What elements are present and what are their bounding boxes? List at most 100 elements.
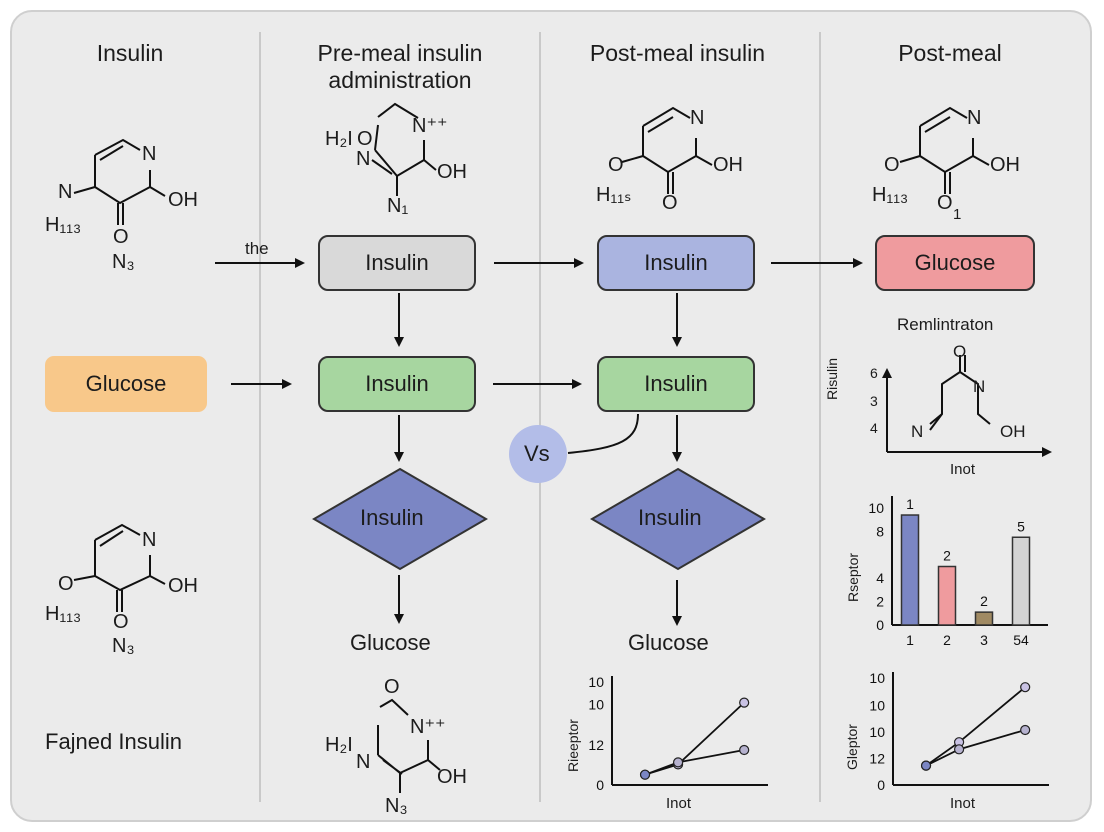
mol2-n: N [142, 529, 157, 551]
pre-insulin-green-box[interactable]: Insulin [318, 356, 476, 412]
chart3-point [639, 769, 651, 780]
chart2-bar [974, 611, 994, 626]
chart4-y-tick: 10 [869, 698, 885, 714]
chart2-bar [900, 514, 920, 626]
chart2-y-tick: 0 [876, 617, 884, 633]
pre-mol-top-o: O [357, 128, 373, 150]
header-post-meal: Post-meal [898, 40, 1002, 66]
pre-diamond-label: Insulin [360, 505, 424, 530]
post-mol-o: O [662, 192, 678, 214]
chart4-ylabel: Gleptor [844, 724, 860, 770]
post-insulin-blue-box[interactable]: Insulin [597, 235, 755, 291]
mol-pre-bottom [377, 698, 441, 793]
column-divider-2 [539, 32, 541, 802]
chart2-y-tick: 2 [876, 594, 884, 610]
chart3-y-tick: 10 [588, 697, 604, 713]
arrow-label: the [245, 239, 269, 258]
pre-outcome-glucose: Glucose [350, 630, 431, 655]
glucose-pill[interactable]: Glucose [45, 356, 207, 412]
chart1-ann-o: O [953, 342, 967, 361]
pre-mol-bottom-oh: OH [437, 766, 467, 788]
header-insulin: Insulin [96, 40, 164, 66]
chart3-point [672, 757, 684, 768]
post-mol-n: N [690, 107, 705, 129]
chart1-ann-n: N [911, 422, 924, 441]
header-pre-meal: Pre-meal insulin administration [317, 40, 483, 93]
pre-insulin-gray-box[interactable]: Insulin [318, 235, 476, 291]
chart3-y-tick: 0 [596, 777, 604, 793]
chart1-ann-n-ring: N [973, 377, 986, 396]
mol2-o-left: O [58, 573, 74, 595]
chart2-x-tick: 54 [1013, 632, 1029, 648]
pre-mol-bottom-h: H₂I [325, 734, 353, 756]
chart2-y-tick: 10 [868, 500, 884, 516]
vs-circle[interactable] [509, 425, 567, 483]
post-outcome-glucose: Glucose [628, 630, 709, 655]
chart4-point [1020, 724, 1031, 736]
chart4-y-tick: 10 [869, 724, 885, 740]
mol-post-insulin [621, 106, 713, 194]
pm-mol-n: N [967, 107, 982, 129]
chart3-y-tick: 10 [588, 674, 604, 690]
chart1-xlabel: Inot [950, 461, 976, 478]
diagram-panel [10, 10, 1092, 822]
pre-mol-top-h: H₂I [325, 128, 353, 150]
chart2-data-label: 2 [980, 593, 988, 609]
post-glucose-red-box[interactable]: Glucose [875, 235, 1035, 291]
mol1-oh: OH [168, 189, 198, 211]
pm-mol-o: O [937, 192, 953, 214]
chart4-series-line [925, 729, 1026, 767]
chart4-point [1020, 682, 1031, 693]
post-insulin-green-box[interactable]: Insulin [597, 356, 755, 412]
pre-mol-bottom-o: O [384, 676, 400, 698]
chart4-y-tick: 12 [869, 751, 885, 767]
pm-mol-oh: OH [990, 154, 1020, 176]
post-decision-diamond[interactable] [588, 467, 768, 571]
column-divider-3 [819, 32, 821, 802]
bottom-insulin-label: Fajned Insulin [45, 729, 182, 754]
mol1-nl: N [58, 181, 73, 203]
mol-post-meal [899, 106, 990, 194]
chart2-y-tick: 8 [876, 523, 884, 539]
pre-mol-top-n1: N₁ [387, 195, 409, 217]
mol-ring-left-bottom [73, 523, 166, 612]
chart2-data-label: 1 [906, 496, 914, 512]
chart4-series-line [925, 686, 1026, 767]
vs-connector [567, 413, 639, 454]
pre-mol-bottom-n: N [356, 751, 371, 773]
pre-mol-bottom-nplus: N⁺⁺ [410, 716, 446, 738]
chart1-title: Remlintraton [897, 315, 994, 334]
mol2-oh: OH [168, 575, 198, 597]
chart2-x-tick: 2 [943, 632, 951, 648]
chart4-xlabel: Inot [950, 795, 976, 812]
mol1-h: H₁₁₃ [45, 214, 82, 236]
chart4-y-tick: 0 [877, 777, 885, 793]
chart1-ytick-3: 4 [870, 420, 878, 436]
chart2-data-label: 2 [943, 548, 951, 564]
mol2-n3: N₃ [112, 635, 135, 657]
pre-mol-top-n: N [356, 148, 371, 170]
header-post-meal-insulin: Post-meal insulin [589, 40, 766, 66]
pm-mol-sub: 1 [953, 206, 962, 223]
chart1-ytick-2: 3 [870, 393, 878, 409]
chart4-y-tick: 10 [869, 670, 885, 686]
pre-decision-diamond[interactable] [310, 467, 490, 571]
chart2-y-tick: 4 [876, 570, 884, 586]
post-diamond-label: Insulin [638, 505, 702, 530]
mol-ring-left-top [73, 138, 166, 225]
chart4-point [953, 744, 965, 755]
mol-pre-top [371, 102, 437, 196]
pm-mol-o-left: O [884, 154, 900, 176]
mol1-o: O [113, 226, 129, 248]
pre-mol-bottom-n3: N₃ [385, 795, 408, 817]
chart2-bar [937, 565, 957, 626]
chart3-point [739, 744, 750, 756]
mol2-o: O [113, 611, 129, 633]
pre-mol-top-oh: OH [437, 161, 467, 183]
chart3-xlabel: Inot [666, 795, 692, 812]
post-mol-o-left: O [608, 154, 624, 176]
